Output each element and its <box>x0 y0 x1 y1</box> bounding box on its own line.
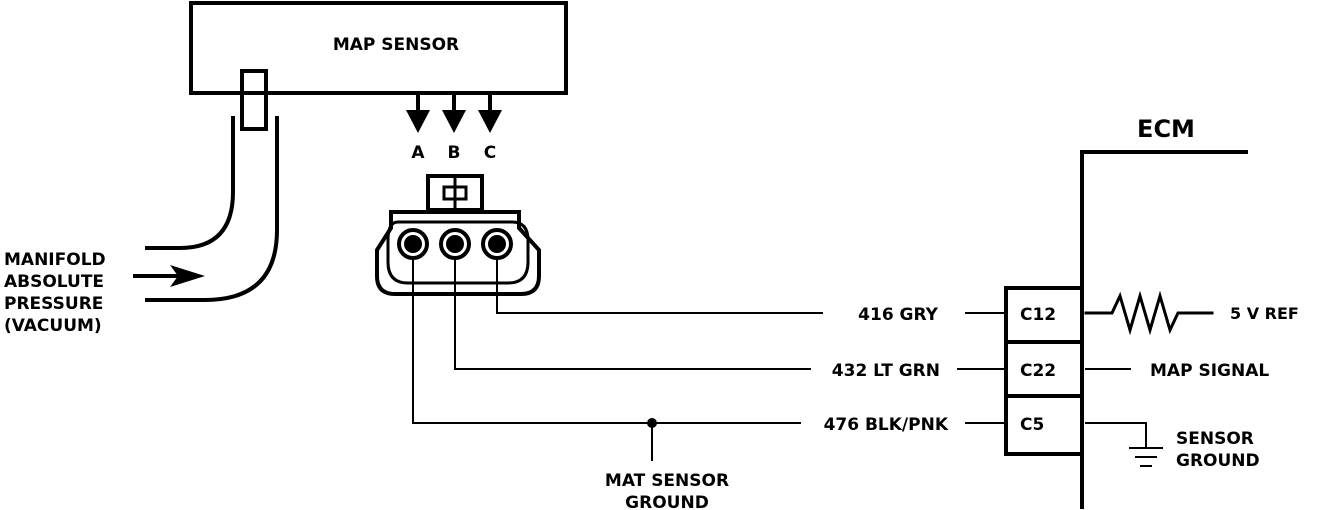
function-map-signal: MAP SIGNAL <box>1150 361 1269 381</box>
pin-label-b: B <box>448 143 461 163</box>
ecm-terminal-block <box>1004 286 1084 456</box>
vacuum-label-line-2: ABSOLUTE <box>4 272 104 292</box>
vacuum-flow-arrow <box>133 265 205 287</box>
ecm-title: ECM <box>1137 115 1195 143</box>
wire-label-476-blk-pnk: 476 BLK/PNK <box>824 415 949 435</box>
pin-arrow-b <box>442 91 466 133</box>
sensor-ground-label-line-1: SENSOR <box>1176 429 1254 449</box>
mat-ground-label-line-1: MAT SENSOR <box>605 471 729 491</box>
resistor-symbol <box>1084 290 1214 336</box>
harness-connector <box>375 174 541 296</box>
ground-symbol <box>1085 422 1163 467</box>
wire-476-blk-pnk <box>412 257 801 424</box>
sensor-ground-label-line-2: GROUND <box>1176 451 1260 471</box>
map-sensor-title: MAP SENSOR <box>333 35 459 55</box>
vacuum-label-line-1: MANIFOLD <box>4 250 106 270</box>
wire-label-432-lt-grn: 432 LT GRN <box>832 361 940 381</box>
map-sensor-body <box>189 1 568 95</box>
wire-432-lt-grn <box>454 257 811 370</box>
pin-arrow-c <box>478 91 502 133</box>
function-5v-ref: 5 V REF <box>1230 304 1299 323</box>
pin-arrow-a <box>406 91 430 133</box>
terminal-c5: C5 <box>1020 415 1044 435</box>
pin-label-a: A <box>411 143 425 163</box>
wire-label-416-gry: 416 GRY <box>858 305 939 325</box>
terminal-c12: C12 <box>1020 305 1056 325</box>
vacuum-port <box>145 69 279 302</box>
terminal-c22: C22 <box>1020 361 1056 381</box>
wire-416-gry <box>496 257 823 314</box>
pin-label-c: C <box>484 143 496 163</box>
vacuum-label-line-3: PRESSURE <box>4 294 103 314</box>
mat-ground-label-line-2: GROUND <box>625 493 709 510</box>
mat-ground-splice <box>647 418 657 461</box>
vacuum-label-line-4: (VACUUM) <box>4 316 102 336</box>
